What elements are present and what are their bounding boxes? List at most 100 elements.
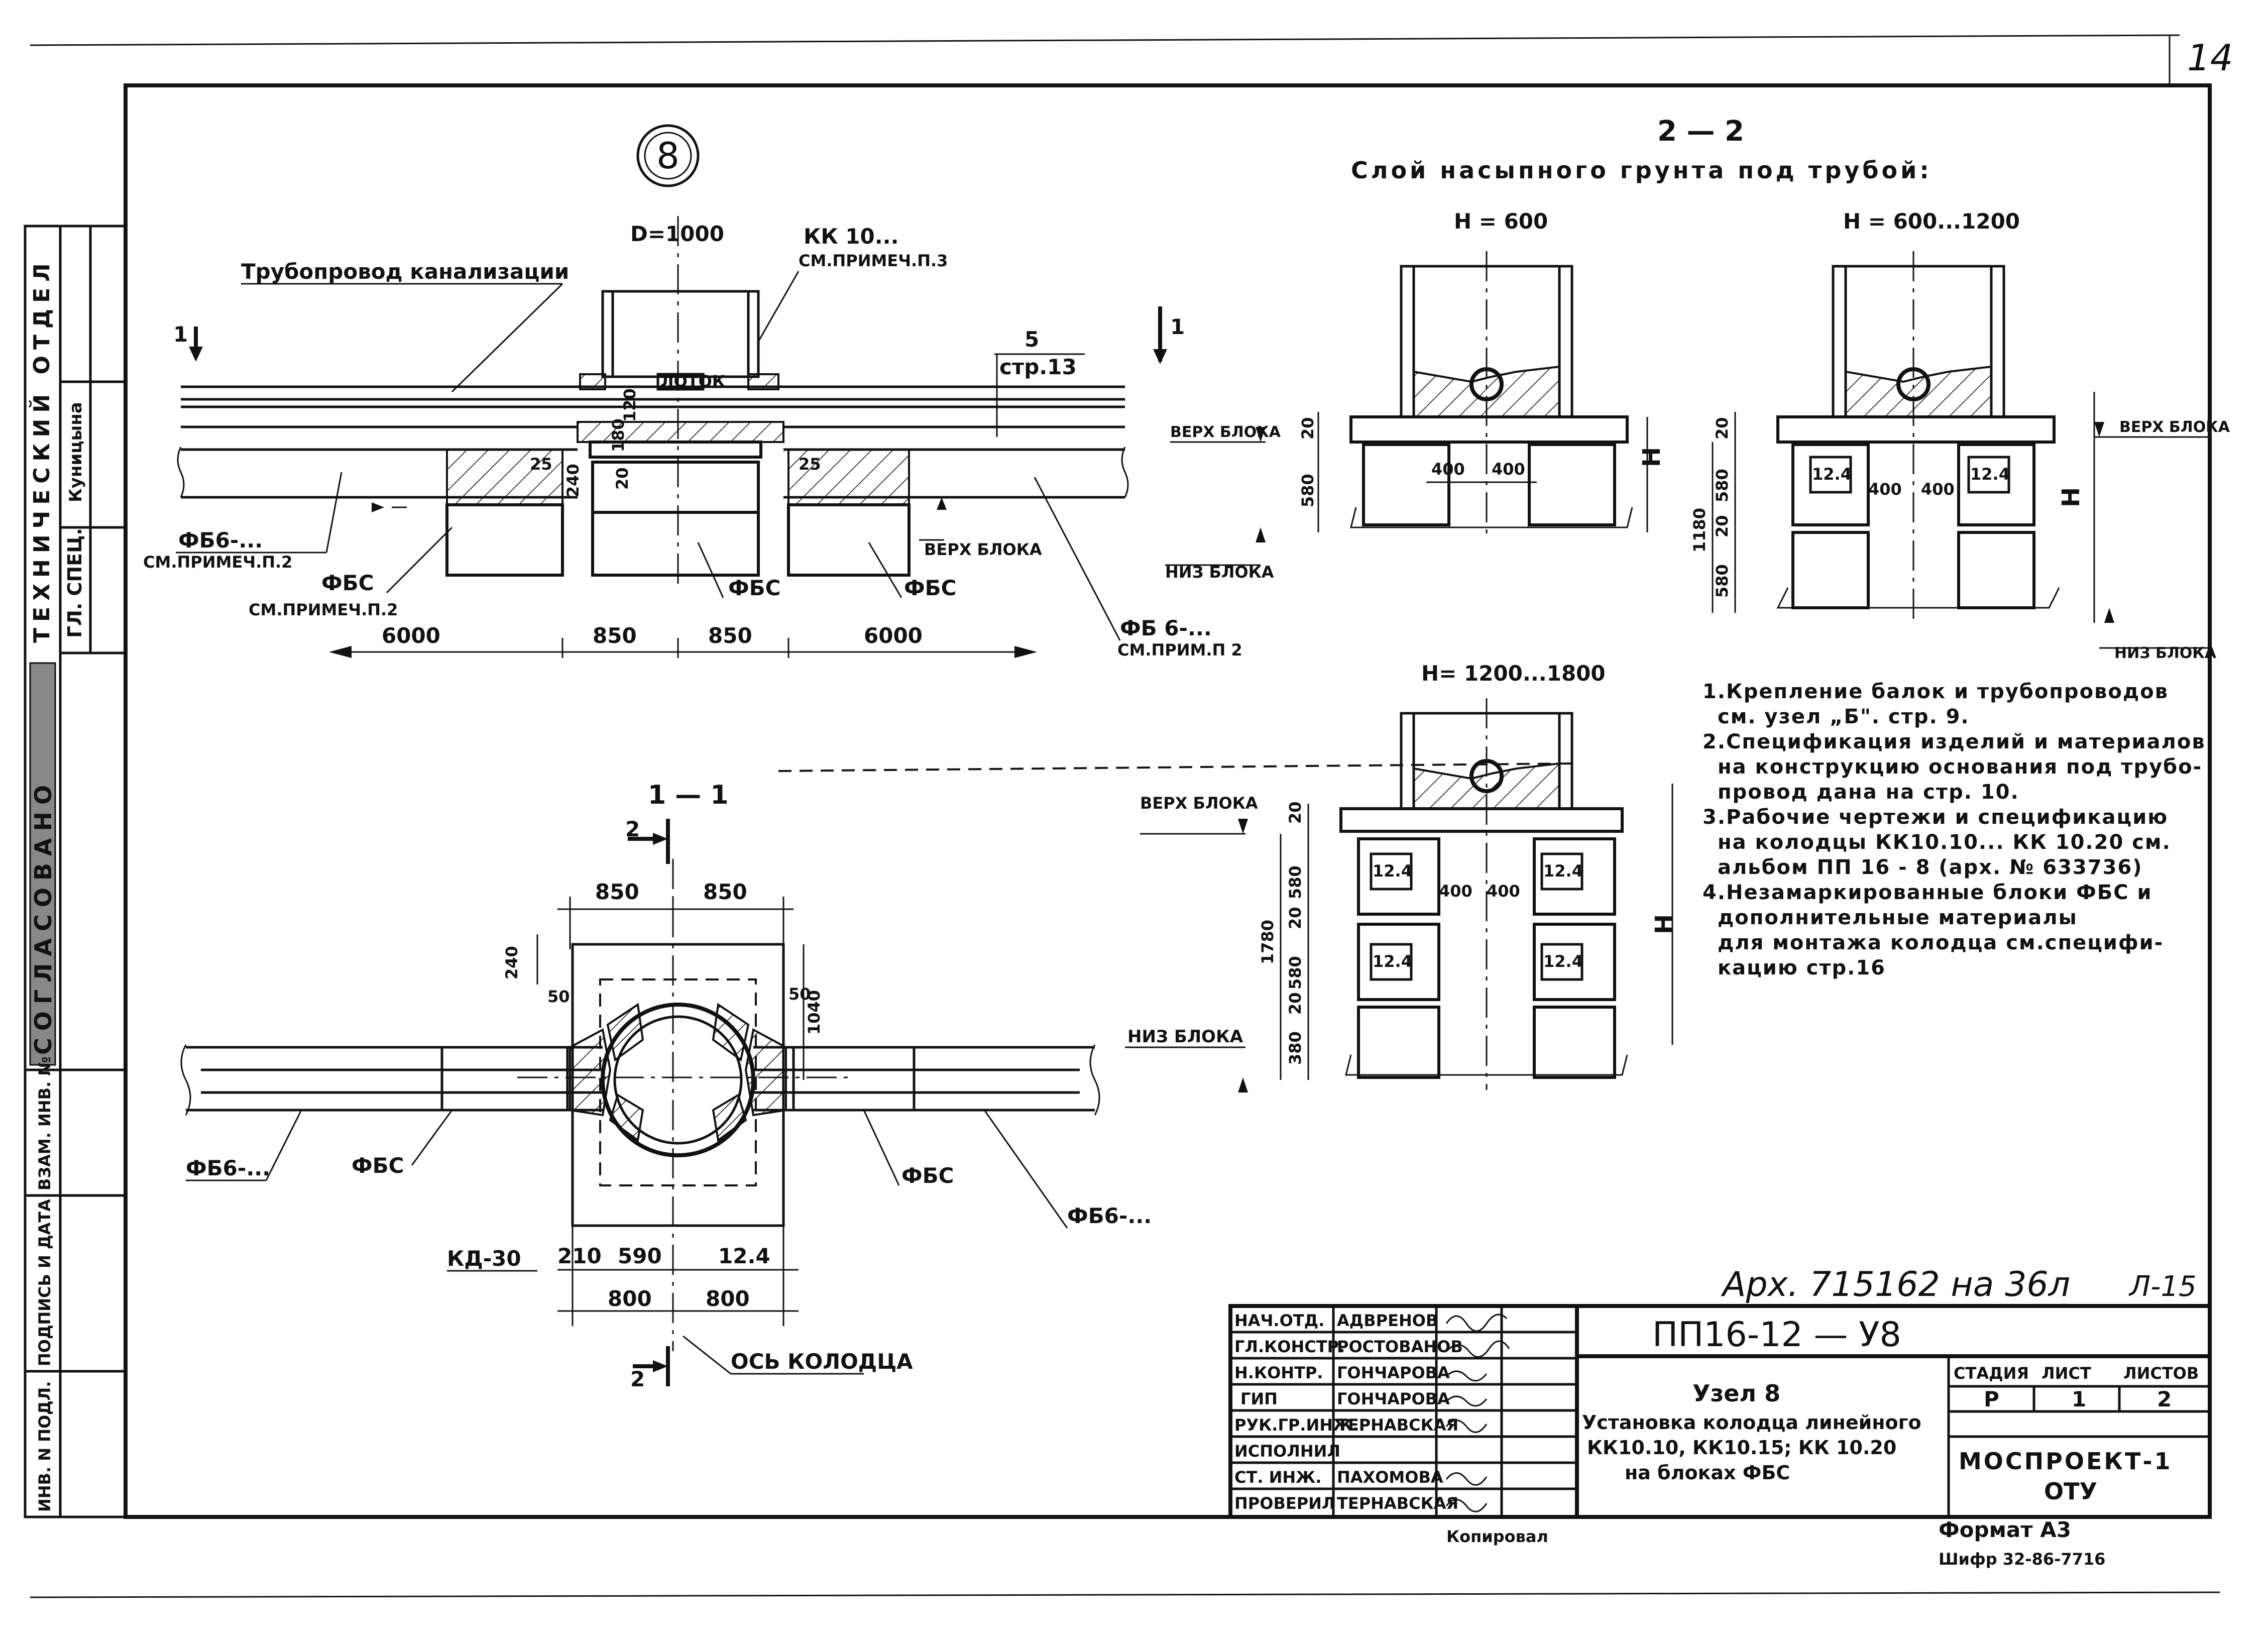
fbs-left-label: ФБС: [321, 571, 374, 595]
inv-podl-label: ИНВ. N ПОДЛ.: [35, 1381, 54, 1512]
h600-1200-dim-20: 20: [1713, 417, 1732, 440]
note-line-4: провод дана на стр. 10.: [1718, 781, 2019, 804]
section-2-mark-bottom: 2: [630, 1367, 645, 1391]
s22-title: 2 — 2: [1657, 115, 1744, 148]
format: Формат А3: [1939, 1517, 2071, 1542]
dim-240: 240: [563, 464, 583, 497]
note-line-7: альбом ПП 16 - 8 (арх. № 633736): [1718, 856, 2143, 879]
h600-1200-niz-bloka: НИЗ БЛОКА: [2114, 644, 2217, 662]
section-2-2: 2 — 2 Слой насыпного грунта под трубой: …: [778, 115, 2230, 1092]
fb6-left-label: ФБ6-...: [178, 528, 263, 553]
h1200-124-a: 12.4: [1373, 861, 1412, 881]
sheets-header: ЛИСТОВ: [2123, 1364, 2199, 1383]
name-3: ГОНЧАРОВА: [1337, 1389, 1450, 1408]
vzam-inv-label: ВЗАМ. ИНВ. №: [35, 1056, 54, 1190]
h600-h: H: [1638, 447, 1666, 467]
dim-6000-right: 6000: [864, 623, 923, 648]
h600-1200-400-b: 400: [1921, 480, 1955, 499]
role-1: ГЛ.КОНСТР.: [1234, 1337, 1345, 1356]
note-line-2: 2.Спецификация изделий и материалов: [1703, 730, 2206, 753]
lotok-label: ЛОТОК: [660, 372, 725, 391]
d-label: D=1000: [630, 222, 724, 246]
h1200-dim-380: 380: [1286, 1031, 1305, 1065]
sheet-header: ЛИСТ: [2042, 1364, 2091, 1383]
kk-label: КК 10...: [804, 224, 899, 249]
h1200-400-a: 400: [1439, 882, 1472, 901]
archive-note: Арх. 715162 на 36л: [1721, 1265, 2070, 1304]
name-0: АДВРЕНОВ: [1337, 1311, 1438, 1330]
section-mark-1-left: 1: [173, 322, 188, 347]
h1200-dim-580-b: 580: [1286, 956, 1305, 990]
dim-20: 20: [613, 467, 632, 490]
plan-view: ЛОТОК Трубопровод канализации D=1000 КК …: [143, 216, 1242, 660]
kopiroval: Копировал: [1446, 1527, 1548, 1546]
drawing-code: ПП16-12 — У8: [1652, 1315, 1901, 1355]
dim-180: 180: [609, 418, 628, 452]
variant-h600-1200: H = 600...1200 12.4 12.4 400 400 ВЕРХ БЛ…: [1690, 209, 2230, 662]
h600-1200-400-a: 400: [1868, 480, 1902, 499]
h1200-124-d: 12.4: [1543, 952, 1583, 971]
h1200-h: H: [1650, 914, 1678, 934]
h600-1200-dim-1180: 1180: [1690, 508, 1709, 553]
fbs-right-label: ФБС: [904, 576, 957, 600]
note-line-10: для монтажа колодца см.специфи-: [1718, 931, 2164, 954]
note-line-6: на колодцы КК10.10... КК 10.20 см.: [1718, 831, 2171, 854]
dim-25-b: 25: [799, 455, 821, 474]
section-1-1-title: 1 — 1: [648, 780, 729, 810]
stage-value: Р: [1984, 1387, 1999, 1411]
sheet-ref: Л-15: [2128, 1270, 2197, 1303]
s11-dim-850-b: 850: [703, 880, 747, 904]
s11-fb6-left: ФБ6-...: [186, 1156, 270, 1180]
h600-1200-dim-580-a: 580: [1713, 469, 1732, 502]
h600-1200-124-b: 12.4: [1970, 465, 2010, 484]
s11-fbs-right: ФБС: [901, 1163, 954, 1188]
name-6: ПАХОМОВА: [1337, 1468, 1443, 1487]
dim-25-a: 25: [530, 455, 552, 474]
dim-850-a: 850: [593, 623, 637, 648]
h600-dim-20: 20: [1298, 417, 1317, 440]
verh-bloka-label: ВЕРХ БЛОКА: [924, 540, 1042, 559]
variant-h600: H = 600 400 400 ВЕРХ БЛОКА 20 580 H НИЗ …: [1165, 209, 1666, 582]
role-7: ПРОВЕРИЛ: [1234, 1494, 1335, 1513]
sheets-value: 2: [2157, 1387, 2172, 1411]
ref-5: 5: [1025, 327, 1039, 352]
fbs-center-label: ФБС: [728, 576, 781, 600]
s11-kd-label: КД-30: [447, 1246, 521, 1271]
role-5: ИСПОЛНИЛ: [1234, 1442, 1340, 1461]
h600-verh-bloka: ВЕРХ БЛОКА: [1170, 423, 1281, 441]
dim-6000-left: 6000: [382, 623, 440, 648]
org-line-2: ОТУ: [2044, 1478, 2097, 1505]
s11-fb6-right: ФБ6-...: [1067, 1204, 1152, 1228]
name-4: ТЕРНАВСКАЯ: [1337, 1415, 1458, 1435]
stage-header: СТАДИЯ: [1954, 1364, 2029, 1383]
h600-1200-h: H: [2057, 487, 2085, 507]
role-0: НАЧ.ОТД.: [1234, 1311, 1324, 1330]
name-1: РОСТОВАНОВ: [1337, 1337, 1463, 1356]
note-line-11: кацию стр.16: [1718, 956, 1886, 979]
h1200-dim-20b: 20: [1286, 907, 1305, 929]
h600-1200-dim-580-b: 580: [1713, 564, 1732, 598]
tech-dept-label: ТЕХНИЧЕСКИЙ ОТДЕЛ: [28, 257, 55, 643]
s11-dim-590: 590: [618, 1244, 662, 1268]
s11-dim-800-b: 800: [706, 1286, 750, 1311]
shifr: Шифр 32-86-7716: [1939, 1550, 2105, 1569]
s11-fbs-left: ФБС: [352, 1153, 404, 1178]
role-4: РУК.ГР.ИНЖ.: [1234, 1415, 1358, 1435]
fb6-right-label: ФБ 6-...: [1120, 616, 1212, 640]
sheet-value: 1: [2072, 1387, 2086, 1411]
note-line-0: 1.Крепление балок и трубопроводов: [1703, 680, 2169, 703]
s11-dim-124: 12.4: [718, 1244, 770, 1268]
section-1-1: 1 — 1 2 2: [180, 780, 1152, 1391]
s22-subtitle: Слой насыпного грунта под трубой:: [1351, 157, 1932, 184]
h600-1200-124-a: 12.4: [1812, 465, 1852, 484]
ref-str13: стр.13: [999, 355, 1077, 379]
note-line-5: 3.Рабочие чертежи и спецификацию: [1703, 806, 2168, 829]
h1200-dim-1780: 1780: [1258, 920, 1277, 964]
s11-dim-800-a: 800: [608, 1286, 652, 1311]
h1200-400-b: 400: [1487, 882, 1520, 901]
s11-dim-50-left: 50: [547, 987, 570, 1006]
fbs-left-note: СМ.ПРИМЕЧ.П.2: [249, 600, 398, 619]
notes: 1.Крепление балок и трубопроводов см. уз…: [1703, 680, 2206, 979]
s11-dim-210: 210: [557, 1244, 602, 1268]
